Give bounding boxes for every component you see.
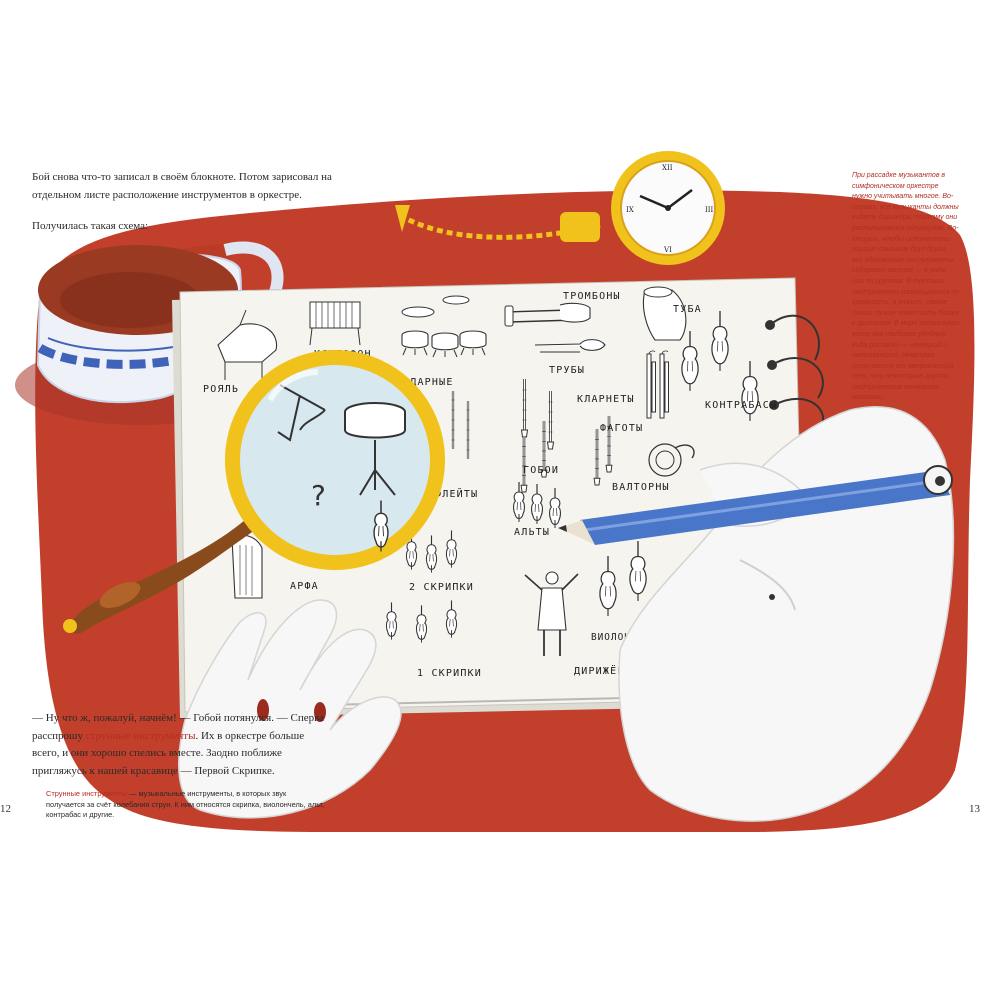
label-clarinets: КЛАРНЕТЫ	[577, 394, 635, 405]
label-piano: РОЯЛЬ	[203, 384, 239, 395]
story-before-term: — Ну что ж, пожалуй, начнём! — Гобой пот…	[32, 712, 325, 742]
glossary-footnote: Струнные инструменты — музыкальные инстр…	[46, 789, 326, 821]
harp-drawing	[231, 534, 263, 599]
svg-text:III: III	[705, 206, 714, 214]
left-hand	[178, 599, 402, 819]
label-second-violins: 2 СКРИПКИ	[409, 582, 474, 593]
footnote-term: Струнные инструменты	[46, 789, 127, 798]
label-percussion: УДАРНЫЕ	[403, 377, 454, 388]
label-conductor: ДИРИЖЁР	[574, 664, 625, 677]
tuba-drawing	[642, 286, 687, 341]
page-number-left: 12	[0, 803, 11, 815]
right-hand-with-pencil	[558, 406, 955, 822]
label-trombones: ТРОМБОНЫ	[563, 291, 621, 302]
intro-text: Бой снова что-то записал в своём блокнот…	[32, 169, 332, 250]
label-oboes: ГОБОИ	[523, 465, 559, 476]
label-double-basses: КОНТРАБАСЫ	[705, 400, 777, 411]
percussion-drawing	[401, 295, 487, 358]
label-trumpets: ТРУБЫ	[549, 365, 585, 376]
pocket-watch: XII III VI IX	[395, 151, 725, 265]
label-tuba: ТУБА	[673, 304, 702, 315]
orchestra-scheme	[217, 286, 759, 656]
story-text: — Ну что ж, пожалуй, начнём! — Гобой пот…	[32, 710, 332, 780]
label-cellos: ВИОЛОНЧЕЛИ	[591, 632, 657, 643]
label-harp: АРФА	[290, 581, 319, 592]
label-bassoons: ФАГОТЫ	[600, 423, 643, 434]
story-after-term: . Их в оркестре больше всего, и они хоро…	[32, 729, 305, 777]
side-note: При рассадке музыкантов в симфоническом …	[852, 172, 960, 402]
trombones-drawing	[504, 302, 591, 327]
trumpets-drawing	[534, 339, 606, 353]
label-violas: АЛЬТЫ	[514, 527, 550, 538]
label-horns: ВАЛТОРНЫ	[612, 482, 670, 493]
horns-drawing	[648, 443, 695, 477]
piano-drawing	[217, 309, 278, 380]
svg-text:IX: IX	[626, 206, 634, 214]
svg-text:VI: VI	[663, 246, 672, 254]
intro-paragraph-2: Получилась такая схема:	[32, 220, 149, 232]
intro-paragraph-1: Бой снова что-то записал в своём блокнот…	[32, 171, 332, 201]
page-number-right: 13	[969, 803, 980, 815]
footnote-text: — музыкальные инструменты, в которых зву…	[46, 789, 325, 819]
magnifier-question-mark: ?	[311, 479, 326, 512]
xylophone-drawing	[309, 301, 361, 346]
story-term-highlight: струнные инструменты	[85, 729, 196, 742]
conductor-drawing	[524, 571, 579, 656]
label-flutes: ФЛЕЙТЫ	[435, 487, 478, 500]
flute-drawing	[450, 390, 456, 450]
label-first-violins: 1 СКРИПКИ	[417, 668, 482, 679]
magnifying-glass: ?	[63, 350, 445, 634]
svg-text:XII: XII	[662, 164, 673, 172]
